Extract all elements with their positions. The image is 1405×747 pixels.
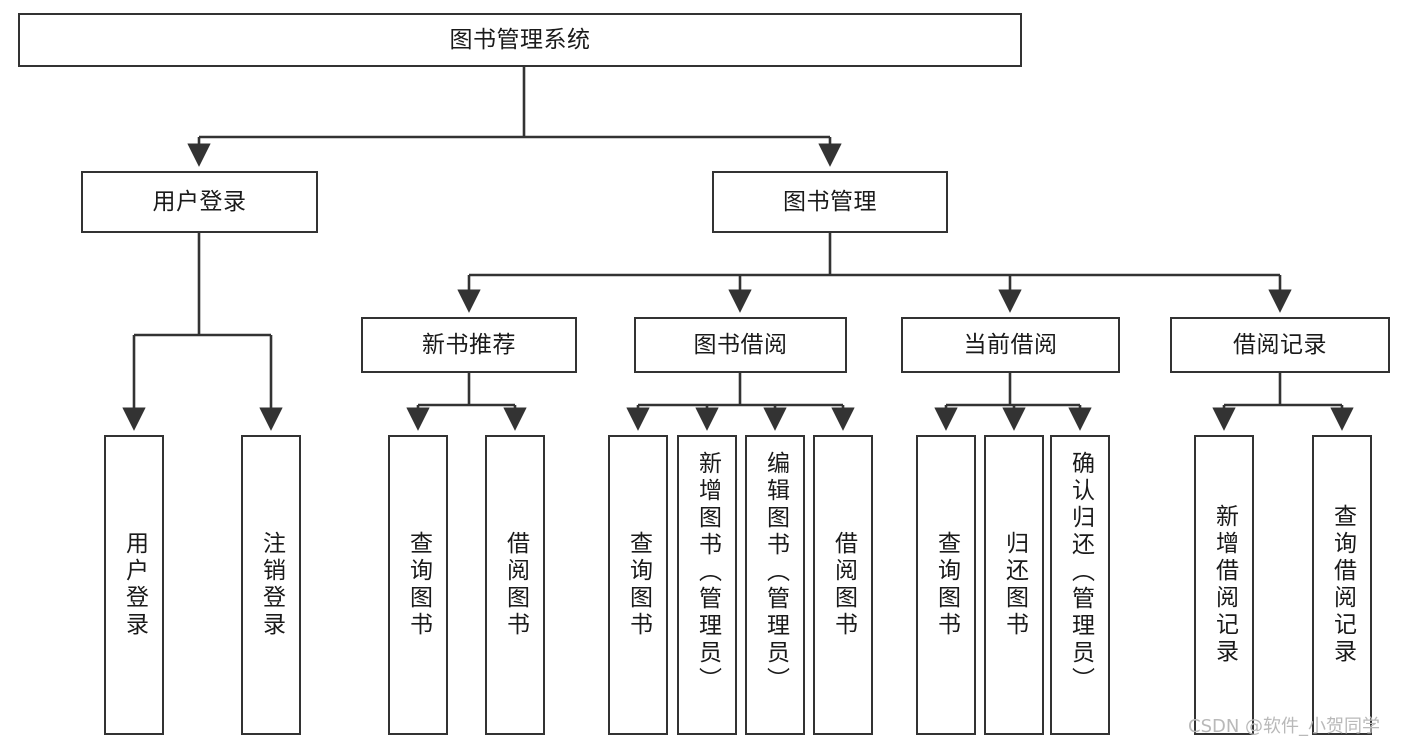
node-book-manage[interactable]: 图书管理 [712,171,948,233]
edge-bookmanage-to-level3 [457,233,1292,313]
node-leaf-add-record-label: 新增借阅记录 [1211,504,1238,666]
node-leaf-query-book-current[interactable]: 查询图书 [916,435,976,735]
edge-newbook-to-leaves [406,373,527,431]
node-leaf-confirm-return[interactable]: 确认归还（管理员） [1050,435,1110,735]
node-leaf-borrow-book[interactable]: 借阅图书 [813,435,873,735]
node-root-label: 图书管理系统 [449,26,591,53]
node-leaf-logout-label: 注销登录 [258,531,285,639]
edge-borrowrecord-to-leaves [1212,373,1354,431]
node-leaf-borrow-book-label: 借阅图书 [830,531,857,639]
edge-currentborrow-to-leaves [934,373,1092,431]
node-leaf-borrow-book-recommend-label: 借阅图书 [502,531,529,639]
node-leaf-query-book-recommend-label: 查询图书 [405,531,432,639]
node-current-borrow-label: 当前借阅 [963,331,1058,358]
node-new-book-recommend-label: 新书推荐 [422,331,516,358]
node-leaf-user-login-label: 用户登录 [121,531,148,639]
node-leaf-edit-book[interactable]: 编辑图书（管理员） [745,435,805,735]
node-leaf-logout[interactable]: 注销登录 [241,435,301,735]
node-borrow-record[interactable]: 借阅记录 [1170,317,1390,373]
node-leaf-return-book[interactable]: 归还图书 [984,435,1044,735]
edge-userlogin-to-leaves [122,233,283,431]
node-borrow-record-label: 借阅记录 [1233,331,1327,358]
node-leaf-query-book-recommend[interactable]: 查询图书 [388,435,448,735]
node-leaf-query-book-current-label: 查询图书 [933,531,960,639]
node-leaf-edit-book-label: 编辑图书（管理员） [762,451,789,694]
node-leaf-query-record[interactable]: 查询借阅记录 [1312,435,1372,735]
node-leaf-add-record[interactable]: 新增借阅记录 [1194,435,1254,735]
node-book-borrow[interactable]: 图书借阅 [634,317,847,373]
node-leaf-add-book-label: 新增图书（管理员） [694,451,721,694]
node-book-manage-label: 图书管理 [783,188,877,215]
edge-root-to-level2 [187,67,842,167]
node-leaf-query-book-borrow[interactable]: 查询图书 [608,435,668,735]
node-leaf-add-book[interactable]: 新增图书（管理员） [677,435,737,735]
node-current-borrow[interactable]: 当前借阅 [901,317,1120,373]
node-root[interactable]: 图书管理系统 [18,13,1022,67]
node-leaf-user-login[interactable]: 用户登录 [104,435,164,735]
node-book-borrow-label: 图书借阅 [693,331,788,358]
node-leaf-query-record-label: 查询借阅记录 [1329,504,1356,666]
node-new-book-recommend[interactable]: 新书推荐 [361,317,577,373]
node-leaf-confirm-return-label: 确认归还（管理员） [1067,451,1094,694]
node-leaf-return-book-label: 归还图书 [1001,531,1028,639]
csdn-watermark: CSDN @软件_小贺同学 [1188,716,1381,737]
node-user-login-label: 用户登录 [152,188,247,215]
node-leaf-borrow-book-recommend[interactable]: 借阅图书 [485,435,545,735]
edge-bookborrow-to-leaves [626,373,855,431]
node-leaf-query-book-borrow-label: 查询图书 [625,531,652,639]
node-user-login[interactable]: 用户登录 [81,171,318,233]
